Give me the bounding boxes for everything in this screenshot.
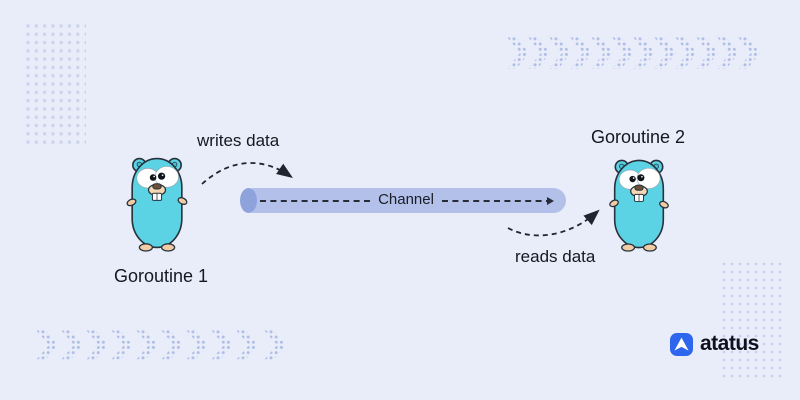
arrow-right-icon (547, 196, 555, 205)
chevron-right-icon (507, 37, 760, 69)
channel-flow-dash-right (441, 196, 555, 205)
channel-body: Channel (248, 188, 566, 213)
atatus-logo: atatus (670, 332, 759, 356)
gopher-icon (126, 157, 188, 252)
writes-data-label: writes data (197, 131, 280, 150)
reads-data-label: reads data (515, 247, 596, 266)
channel-label: Channel (378, 191, 434, 208)
dot-grid-icon (722, 262, 784, 380)
atatus-logo-text: atatus (700, 332, 759, 355)
channel-flow-dash-left (260, 199, 371, 202)
gopher-icon (609, 159, 669, 252)
dot-grid-icon (26, 24, 86, 146)
goroutine1-label: Goroutine 1 (113, 266, 209, 286)
chevron-right-icon (36, 330, 286, 360)
atatus-logo-mark-icon (670, 332, 693, 356)
goroutine2-label: Goroutine 2 (590, 127, 686, 147)
writes-arrow-icon (201, 162, 293, 185)
channel-pipe: Channel (240, 188, 566, 213)
reads-arrow-icon (507, 209, 600, 237)
channel-left-cap (240, 188, 257, 213)
